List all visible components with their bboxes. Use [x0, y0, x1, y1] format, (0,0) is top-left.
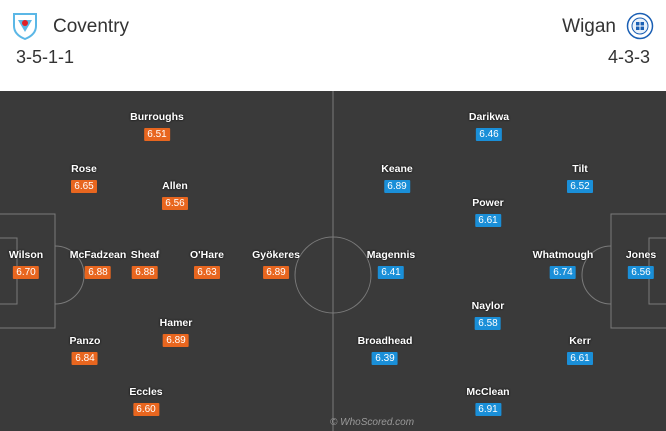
- player-name: Magennis: [366, 249, 416, 261]
- player-name: Darikwa: [468, 111, 510, 123]
- player-mcclean[interactable]: McClean 6.91: [466, 386, 510, 417]
- player-name: Eccles: [129, 386, 163, 398]
- rating-badge: 6.70: [12, 266, 39, 279]
- player-name: Broadhead: [357, 335, 413, 347]
- rating-badge: 6.91: [475, 403, 501, 416]
- player-name: McFadzean: [69, 249, 127, 261]
- rating-badge: 6.41: [378, 266, 404, 279]
- rating-badge: 6.89: [383, 180, 410, 193]
- player-whatmough[interactable]: Whatmough 6.74: [532, 249, 594, 280]
- player-kerr[interactable]: Kerr 6.61: [567, 335, 593, 366]
- rating-badge: 6.63: [193, 266, 220, 279]
- rating-badge: 6.46: [476, 128, 502, 141]
- home-team-name[interactable]: Coventry: [53, 16, 130, 37]
- rating-badge: 6.58: [475, 317, 501, 330]
- player-tilt[interactable]: Tilt 6.52: [567, 163, 593, 194]
- player-eccles[interactable]: Eccles 6.60: [129, 386, 163, 417]
- rating-badge: 6.88: [132, 266, 158, 279]
- away-team-name[interactable]: Wigan: [562, 16, 616, 37]
- player-gyokeres[interactable]: Gyökeres 6.89: [252, 249, 300, 280]
- rating-badge: 6.84: [71, 352, 98, 365]
- player-name: Naylor: [471, 300, 505, 312]
- player-name: Tilt: [572, 163, 588, 175]
- player-jones[interactable]: Jones 6.56: [626, 249, 656, 280]
- player-ohare[interactable]: O'Hare 6.63: [190, 249, 224, 280]
- away-formation: 4-3-3: [607, 47, 650, 67]
- player-name: Panzo: [69, 335, 101, 347]
- player-name: Jones: [625, 249, 657, 261]
- coventry-crest-icon: [12, 12, 38, 45]
- player-name: Rose: [71, 163, 97, 175]
- rating-badge: 6.88: [84, 266, 111, 279]
- player-name: Power: [472, 197, 504, 209]
- player-naylor[interactable]: Naylor 6.58: [471, 300, 505, 331]
- match-header: Coventry 3-5-1-1 Wigan 4-3-3: [0, 0, 666, 79]
- player-hamer[interactable]: Hamer 6.89: [159, 317, 193, 348]
- player-rose[interactable]: Rose 6.65: [71, 163, 97, 194]
- player-name: Gyökeres: [252, 249, 300, 261]
- home-formation: 3-5-1-1: [16, 47, 75, 67]
- wigan-crest-icon: [626, 12, 654, 45]
- rating-badge: 6.51: [143, 128, 170, 141]
- player-broadhead[interactable]: Broadhead 6.39: [357, 335, 413, 366]
- rating-badge: 6.74: [550, 266, 576, 279]
- player-name: McClean: [466, 386, 510, 398]
- player-panzo[interactable]: Panzo 6.84: [69, 335, 101, 366]
- rating-badge: 6.56: [162, 197, 188, 210]
- player-name: O'Hare: [189, 249, 225, 261]
- player-burroughs[interactable]: Burroughs 6.51: [130, 111, 184, 142]
- player-power[interactable]: Power 6.61: [472, 197, 504, 228]
- player-wilson[interactable]: Wilson 6.70: [9, 249, 43, 280]
- rating-badge: 6.60: [133, 403, 159, 416]
- player-name: Hamer: [159, 317, 193, 329]
- player-name: Keane: [381, 163, 413, 175]
- player-name: Allen: [162, 180, 188, 192]
- header-gap: [0, 78, 666, 91]
- player-mcfadzean[interactable]: McFadzean 6.88: [69, 249, 127, 280]
- player-darikwa[interactable]: Darikwa 6.46: [469, 111, 509, 142]
- whoscored-watermark: © WhoScored.com: [330, 417, 415, 428]
- rating-badge: 6.61: [474, 214, 501, 227]
- rating-badge: 6.39: [372, 352, 398, 365]
- rating-badge: 6.61: [567, 352, 593, 365]
- player-name: Burroughs: [130, 111, 184, 123]
- player-name: Whatmough: [532, 249, 594, 261]
- rating-badge: 6.89: [163, 334, 189, 347]
- player-keane[interactable]: Keane 6.89: [381, 163, 413, 194]
- player-name: Kerr: [569, 335, 591, 347]
- pitch: Wilson 6.70 Rose 6.65 McFadzean 6.88 Pan…: [0, 91, 666, 431]
- player-name: Sheaf: [130, 249, 160, 261]
- rating-badge: 6.52: [567, 180, 593, 193]
- player-name: Wilson: [8, 249, 44, 261]
- player-sheaf[interactable]: Sheaf 6.88: [130, 249, 160, 280]
- player-magennis[interactable]: Magennis 6.41: [367, 249, 415, 280]
- rating-badge: 6.56: [627, 266, 654, 279]
- rating-badge: 6.89: [263, 266, 289, 279]
- player-allen[interactable]: Allen 6.56: [162, 180, 188, 211]
- rating-badge: 6.65: [71, 180, 97, 193]
